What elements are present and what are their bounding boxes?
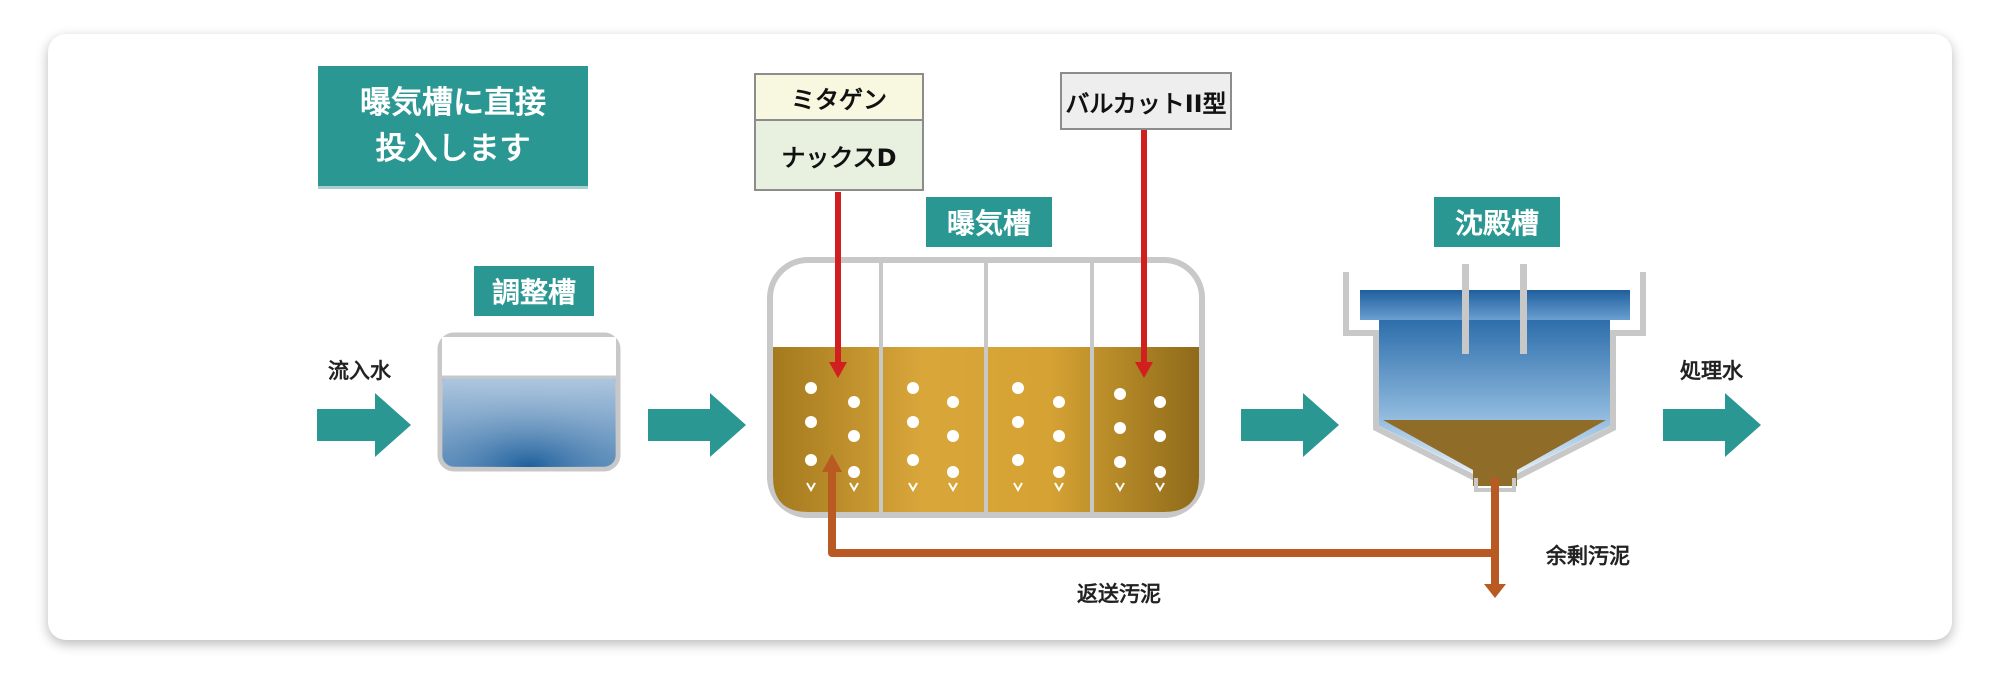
callout-line-2: 投入します: [375, 131, 531, 167]
adjustment-tank-label: 調整槽: [474, 266, 594, 316]
aeration-tank: [767, 257, 1205, 518]
treated-water-label: 処理水: [1680, 359, 1743, 383]
flow-arrow-inflow: [317, 393, 411, 457]
inflow-label: 流入水: [328, 359, 391, 383]
adjustment-tank: [437, 332, 621, 472]
excess-sludge-label: 余剰汚泥: [1546, 544, 1630, 568]
sedimentation-tank: [1343, 264, 1646, 492]
aeration-bubbles: [805, 382, 1166, 478]
aeration-tank-label: 曝気槽: [926, 197, 1052, 247]
flow-arrow-outflow: [1663, 393, 1761, 457]
dosing-arrow-mitagen-nax: [829, 192, 847, 378]
callout-line-1: 曝気槽に直接: [360, 85, 546, 121]
product-mitagen: ミタゲン: [754, 73, 924, 121]
direct-dosing-callout: 曝気槽に直接 投入します: [318, 66, 588, 186]
dosing-arrow-balcut: [1135, 130, 1153, 378]
flow-arrow-to-sedimentation: [1241, 393, 1339, 457]
sludge-lines: [822, 454, 1506, 598]
return-sludge-label: 返送汚泥: [1077, 582, 1161, 606]
sedimentation-tank-label: 沈殿槽: [1434, 197, 1560, 247]
product-nax-d: ナックスD: [754, 119, 924, 191]
product-balcut: バルカットII型: [1060, 72, 1232, 130]
diffuser-marks: [806, 482, 1165, 493]
flow-arrow-to-aeration: [648, 393, 746, 457]
